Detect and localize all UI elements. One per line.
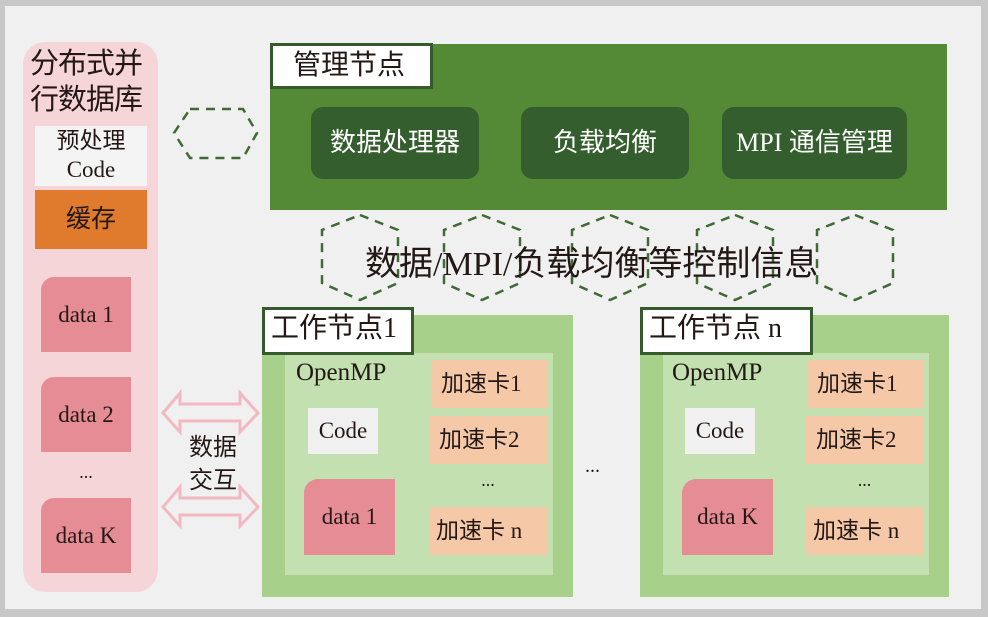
worker-node-n-label: 工作节点 n xyxy=(640,307,813,355)
worker-code-box: Code xyxy=(685,408,755,454)
control-dashed-arrow xyxy=(442,213,522,302)
database-title-line2: 行数据库 xyxy=(30,84,143,116)
openmp-label: OpenMP xyxy=(296,359,387,386)
preprocess-label: 预处理 xyxy=(56,128,126,153)
data-exchange-double-arrow-bottom xyxy=(161,482,261,530)
control-dashed-arrow xyxy=(695,213,775,302)
control-dashed-arrow xyxy=(815,213,895,302)
accelerator-card: 加速卡1 xyxy=(431,360,547,408)
data-exchange-line2: 交互 xyxy=(189,468,237,494)
data-exchange-double-arrow-top xyxy=(161,388,261,436)
workers-ellipsis: ... xyxy=(585,455,600,477)
accelerator-ellipsis: ... xyxy=(481,470,495,490)
worker-node-1-label: 工作节点1 xyxy=(262,307,414,355)
control-dashed-arrow xyxy=(320,213,400,302)
accelerator-ellipsis: ... xyxy=(857,470,872,490)
load-balancer-module: 负载均衡 xyxy=(521,107,689,179)
mpi-communication-module: MPI 通信管理 xyxy=(722,107,907,179)
worker-data-block: data K xyxy=(682,479,773,555)
accelerator-card: 加速卡 n xyxy=(806,507,923,555)
worker-data-block: data 1 xyxy=(304,479,395,555)
control-dashed-arrow xyxy=(570,213,650,302)
preprocess-code-label: Code xyxy=(66,157,116,182)
db-data-block: data 1 xyxy=(41,277,131,352)
data-exchange-label: 数据 交互 xyxy=(183,432,243,498)
cache-box: 缓存 xyxy=(35,190,147,249)
management-node-label: 管理节点 xyxy=(270,43,433,89)
accelerator-card: 加速卡2 xyxy=(429,416,547,464)
db-management-dashed-arrow xyxy=(172,107,259,160)
accelerator-card: 加速卡1 xyxy=(807,360,923,408)
control-info-label: 数据/MPI/负载均衡等控制信息 xyxy=(365,246,819,283)
control-info-dashed-arrows xyxy=(320,213,895,302)
db-ellipsis: ... xyxy=(79,462,93,482)
database-title: 分布式并 行数据库 xyxy=(30,46,160,118)
worker-code-box: Code xyxy=(308,408,378,454)
openmp-label: OpenMP xyxy=(672,359,763,386)
database-title-line1: 分布式并 xyxy=(30,48,143,80)
data-exchange-line1: 数据 xyxy=(189,435,237,461)
db-data-block: data K xyxy=(41,498,131,573)
data-processor-module: 数据处理器 xyxy=(311,107,479,179)
preprocess-code-box: 预处理 Code xyxy=(35,126,147,186)
db-data-block: data 2 xyxy=(41,377,131,452)
accelerator-card: 加速卡2 xyxy=(806,416,923,464)
accelerator-card: 加速卡 n xyxy=(429,507,547,555)
